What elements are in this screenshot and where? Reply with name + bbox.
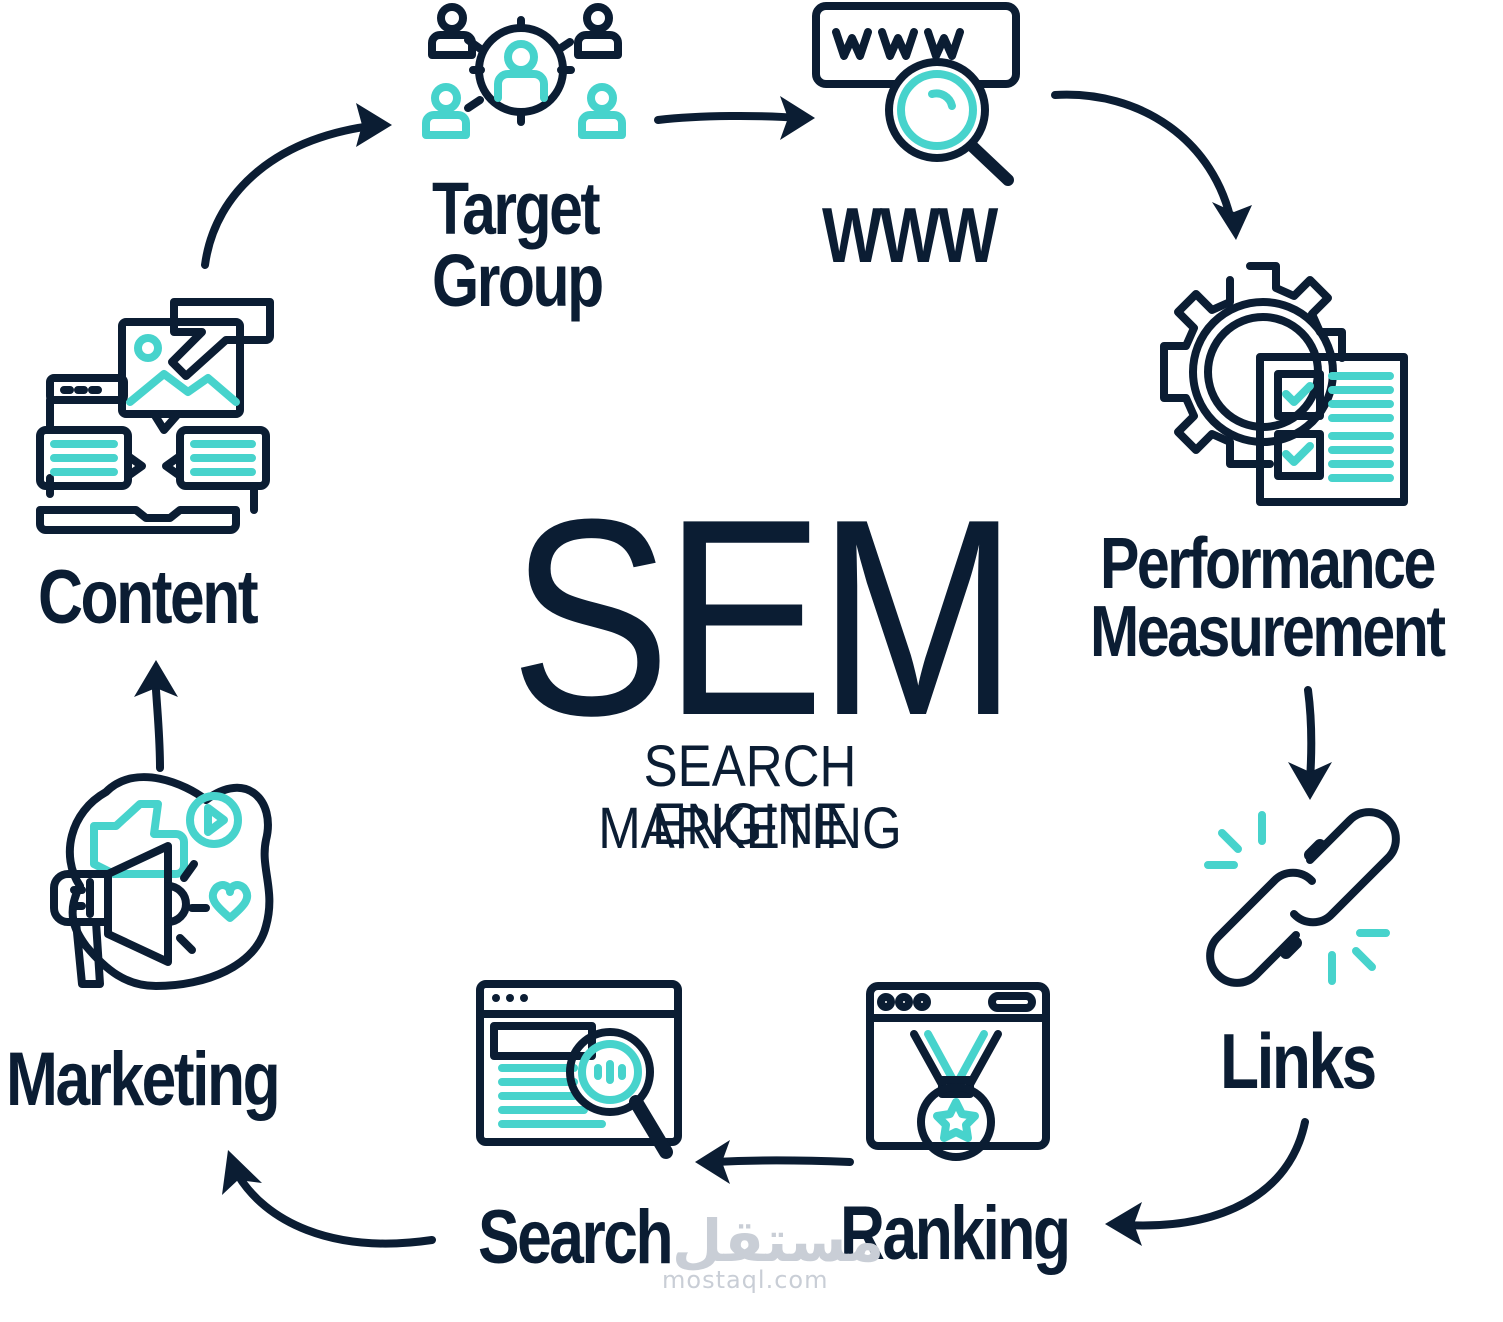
- sem-subtitle-line1: SEARCH ENGINE: [643, 734, 857, 857]
- sem-title: SEM: [510, 462, 1018, 774]
- broken-link-icon: [1204, 808, 1400, 987]
- content-label: Content: [38, 555, 259, 640]
- watermark-arabic: مستقل: [672, 1207, 885, 1275]
- target-group-icon: [422, 3, 626, 139]
- target-label-line2: Group: [432, 239, 604, 322]
- sem-subtitle-line2: MARKETING: [598, 796, 902, 861]
- megaphone-icon: [50, 773, 274, 990]
- links-label: Links: [1220, 1017, 1377, 1105]
- www-label: WWW: [822, 191, 998, 279]
- content-devices-icon: [36, 298, 274, 534]
- performance-label-line1: Performance: [1100, 524, 1436, 604]
- search-label: Search: [478, 1195, 674, 1280]
- target-label-line1: Target: [432, 167, 601, 250]
- watermark-latin: mostaql.com: [662, 1266, 829, 1294]
- www-search-icon: [812, 2, 1020, 186]
- gear-checklist-icon: [1160, 262, 1408, 506]
- ranking-label: Ranking: [840, 1191, 1071, 1276]
- performance-label-line2: Measurement: [1090, 592, 1446, 672]
- marketing-label: Marketing: [6, 1037, 281, 1122]
- medal-browser-icon: [866, 982, 1050, 1161]
- search-browser-icon: [476, 980, 682, 1159]
